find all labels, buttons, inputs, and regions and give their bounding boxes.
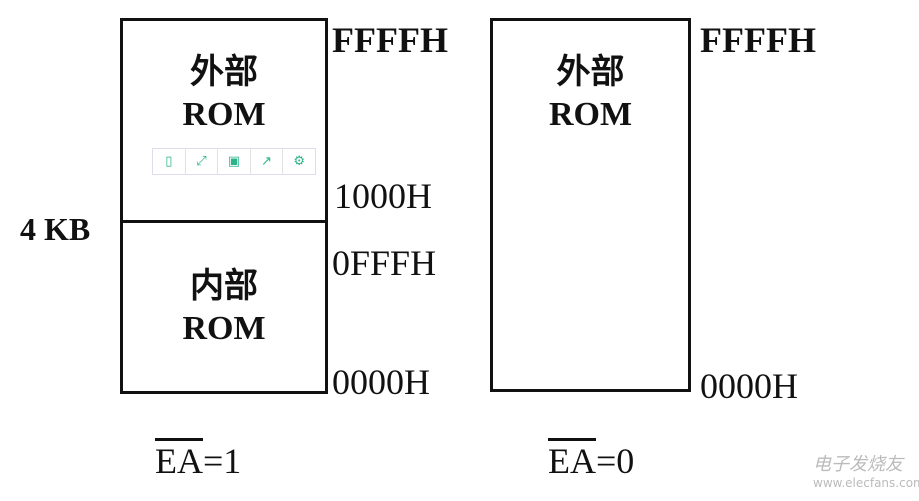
rom-label: ROM [182, 96, 266, 133]
tablet-icon[interactable]: ▯ [153, 149, 186, 174]
external-rom-label: 外部 ROM [120, 52, 328, 136]
save-icon[interactable]: ▣ [218, 149, 251, 174]
caption-ea1: EA=1 [155, 443, 241, 479]
caption-ea0: EA=0 [548, 443, 634, 479]
addr-1000h: 1000H [334, 176, 432, 216]
external-label: 外部 [556, 54, 625, 91]
watermark-name: 电子发烧友 [813, 454, 903, 475]
watermark-url: www.elecfans.com [813, 476, 919, 490]
size-label: 4 KB [20, 211, 91, 247]
internal-label: 内部 [190, 268, 258, 305]
left-divider [120, 220, 328, 223]
ea-signal: EA [155, 441, 203, 481]
watermark: 电子发烧友 www.elecfans.com [775, 450, 919, 490]
ea-signal: EA [548, 441, 596, 481]
addr-0fffh: 0FFFH [332, 243, 437, 283]
addr-0000h-left: 0000H [332, 362, 430, 402]
gear-icon[interactable]: ⚙ [293, 154, 305, 169]
external-label: 外部 [190, 54, 258, 91]
internal-rom-label: 内部 ROM [120, 266, 328, 350]
ea-value: =1 [203, 441, 242, 481]
right-memory-box [490, 18, 691, 392]
image-toolbar: ▯ ⤢ ▣ ↗ ⚙ [152, 148, 316, 175]
rom-label: ROM [182, 310, 266, 347]
addr-ffffh-right: FFFFH [700, 20, 816, 60]
addr-ffffh-left: FFFFH [332, 20, 448, 60]
external-rom-label-right: 外部 ROM [490, 52, 691, 136]
addr-0000h-right: 0000H [700, 366, 798, 406]
share-icon[interactable]: ↗ [251, 149, 284, 174]
ea-value: =0 [596, 441, 635, 481]
left-memory-box [120, 18, 328, 394]
rom-label: ROM [548, 96, 633, 133]
expand-icon[interactable]: ⤢ [186, 149, 219, 174]
